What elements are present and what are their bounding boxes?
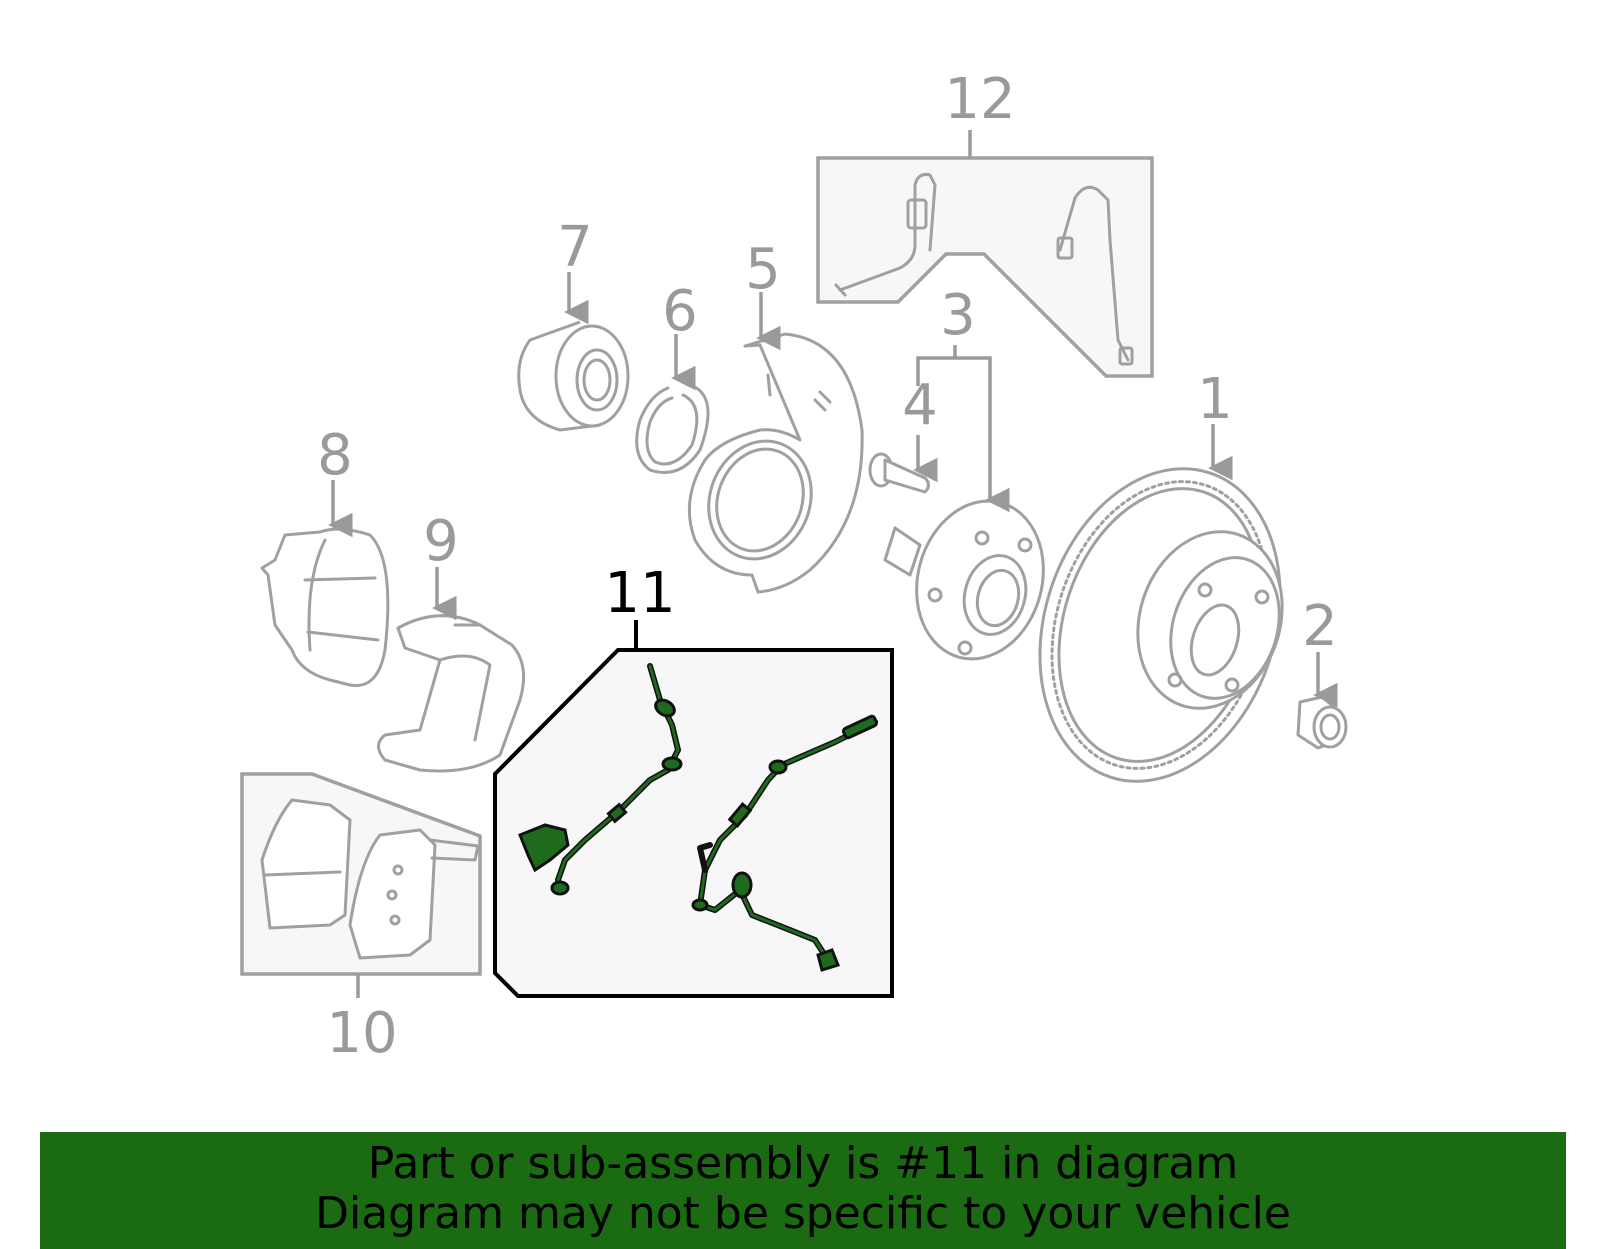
brake-pads-box bbox=[240, 772, 482, 976]
wheel-hub bbox=[883, 499, 1045, 661]
callout-12: 12 bbox=[944, 67, 1015, 132]
callout-7: 7 bbox=[557, 215, 593, 280]
callout-10: 10 bbox=[326, 1001, 397, 1066]
callout-5: 5 bbox=[745, 237, 781, 302]
callout-1: 1 bbox=[1197, 367, 1233, 432]
callout-9: 9 bbox=[423, 509, 459, 574]
brake-caliper bbox=[260, 527, 390, 688]
snap-ring bbox=[635, 383, 710, 474]
banner-line-2: Diagram may not be specific to your vehi… bbox=[315, 1188, 1291, 1239]
callout-2: 2 bbox=[1302, 594, 1338, 659]
banner-line-1: Part or sub-assembly is #11 in diagram bbox=[367, 1138, 1239, 1189]
lug-nut bbox=[1296, 695, 1348, 750]
wheel-bearing bbox=[517, 320, 630, 432]
callout-3: 3 bbox=[940, 283, 976, 348]
callout-8: 8 bbox=[317, 423, 353, 488]
callout-6: 6 bbox=[662, 279, 698, 344]
wheel-stud bbox=[868, 452, 930, 494]
caliper-bracket bbox=[377, 614, 526, 773]
info-banner: Part or sub-assembly is #11 in diagram D… bbox=[40, 1132, 1566, 1249]
hose-group-box bbox=[816, 130, 1154, 378]
callout-4: 4 bbox=[902, 373, 938, 438]
abs-sensor-box[interactable] bbox=[493, 620, 894, 998]
splash-shield bbox=[687, 332, 864, 594]
callout-11: 11 bbox=[604, 561, 675, 626]
brake-rotor bbox=[1038, 467, 1284, 783]
